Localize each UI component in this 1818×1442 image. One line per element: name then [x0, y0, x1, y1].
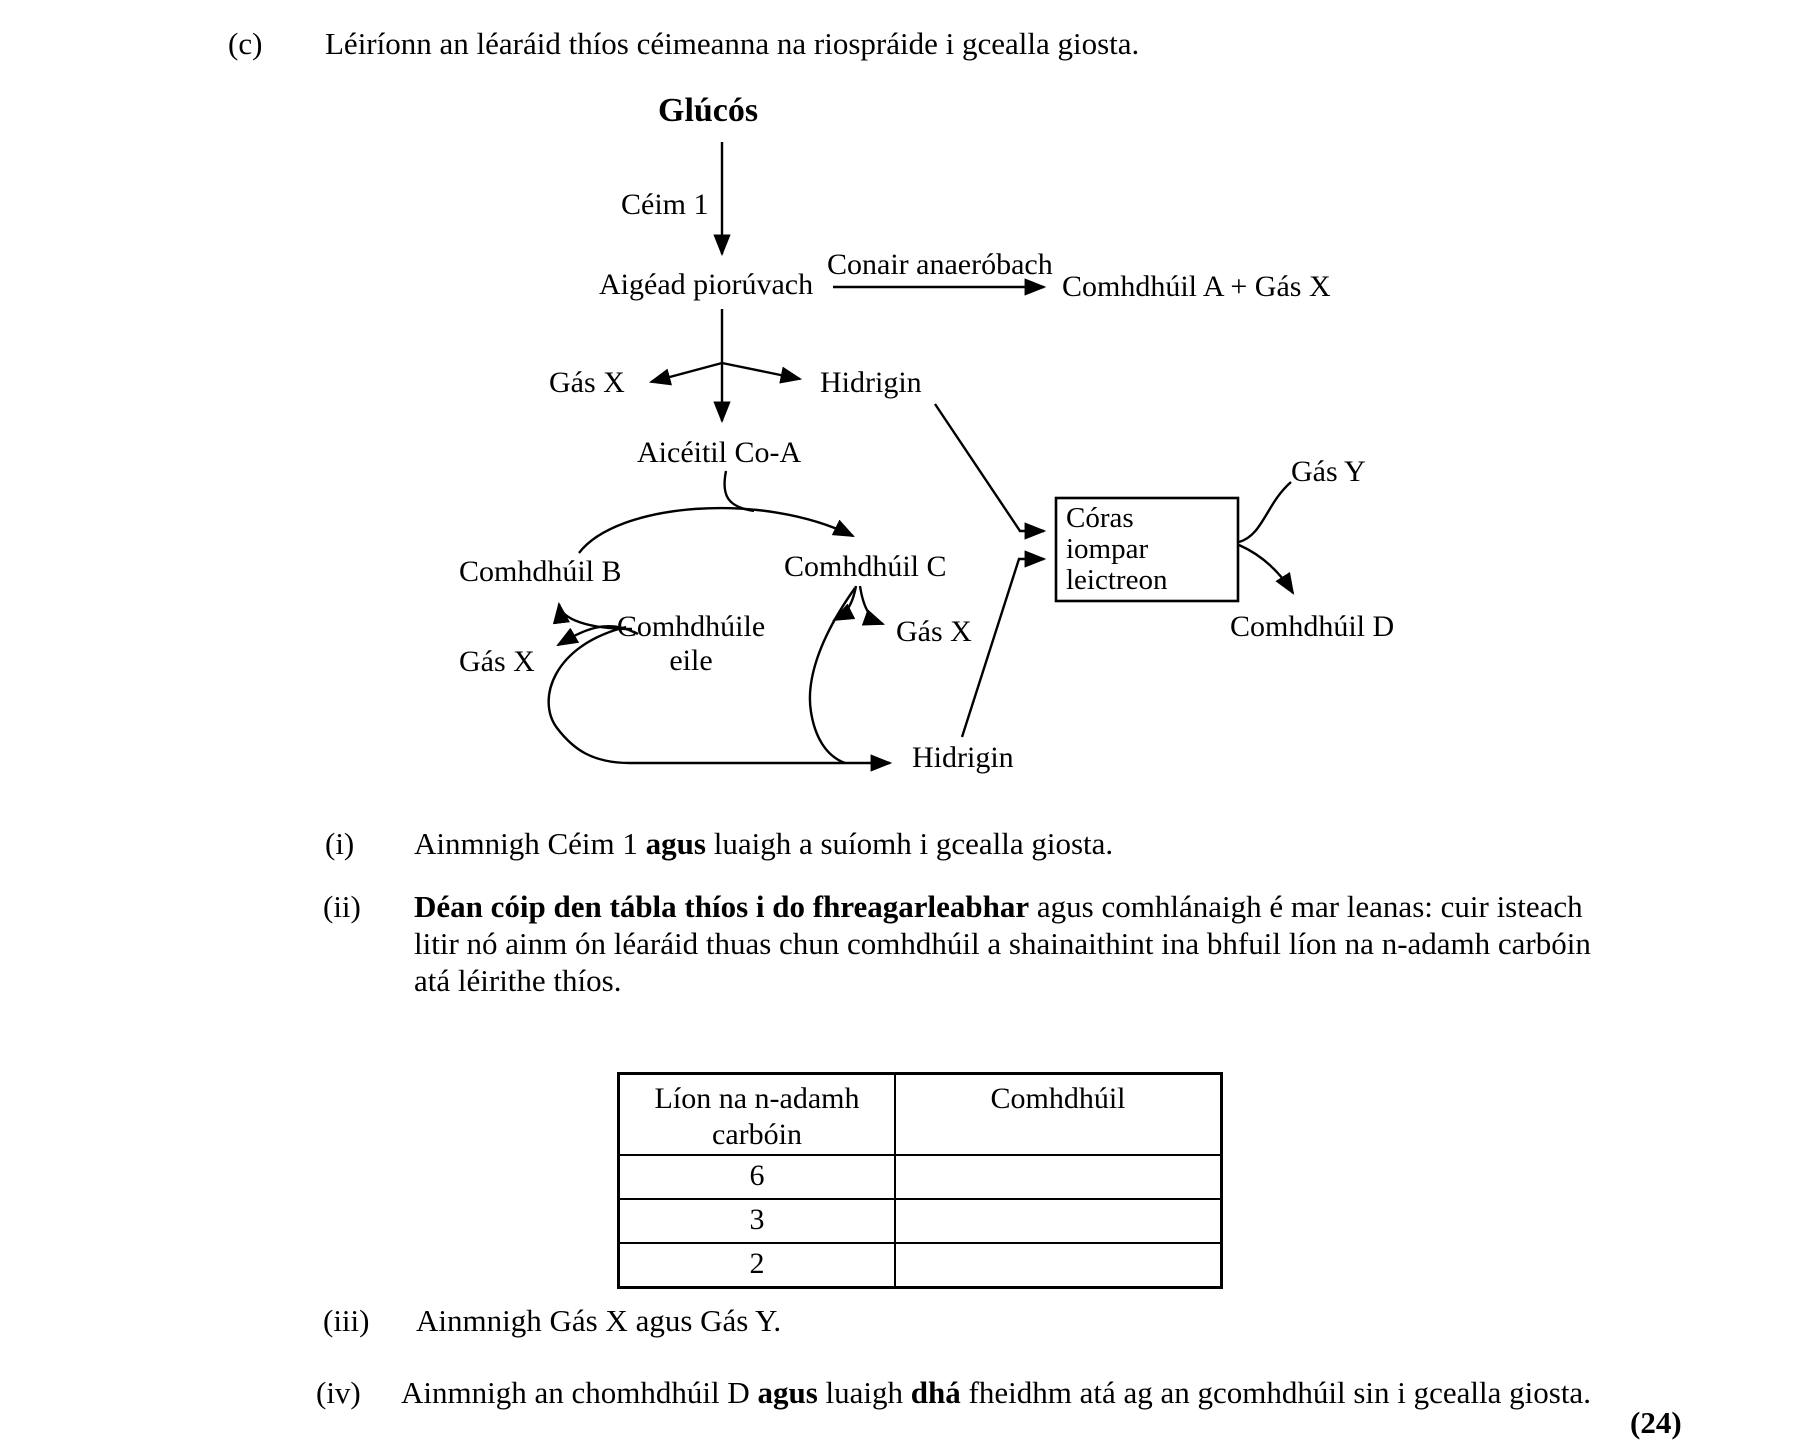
- label-compound-a: Comhdhúil A + Gás X: [1062, 270, 1331, 303]
- table-cell-count: 6: [620, 1156, 896, 1198]
- etc-to-gas-y-curve: [1238, 481, 1292, 544]
- label-gas-x-left: Gás X: [459, 645, 535, 678]
- table-cell-count: 3: [620, 1200, 896, 1242]
- q2-line1: Déan cóip den tábla thíos i do fhreagarl…: [414, 889, 1583, 924]
- carbon-atoms-table: Líon na n-adamh carbóin Comhdhúil 6 3 2: [617, 1072, 1223, 1289]
- q1-marker: (i): [325, 826, 355, 861]
- c-fork-left-arrow: [832, 585, 858, 622]
- q3-marker: (iii): [323, 1303, 370, 1338]
- q2-line3: atá léirithe thíos.: [414, 963, 622, 998]
- table-header-count: Líon na n-adamh carbóin: [620, 1075, 896, 1154]
- part-label: (c): [228, 26, 263, 61]
- q4-marker: (iv): [316, 1375, 361, 1410]
- etc-line3: leictreon: [1066, 564, 1168, 596]
- acetyl-connector-curve: [723, 470, 755, 513]
- c-down-cycle-curve: [808, 587, 856, 765]
- label-electron-transport: Córas iompar leictreon: [1066, 503, 1167, 596]
- label-acetyl-coa: Aicéitil Co-A: [637, 436, 802, 469]
- table-header-compound: Comhdhúil: [990, 1082, 1126, 1115]
- hydrogen2-to-etc-line: [960, 550, 1047, 738]
- label-gas-x-branch: Gás X: [549, 366, 625, 399]
- branch-hydrogen-arrow: [721, 361, 803, 384]
- b-to-c-arc: [578, 506, 855, 554]
- branch-gas-x-arrow: [648, 361, 723, 386]
- label-compound-d: Comhdhúil D: [1230, 610, 1395, 643]
- etc-line1: Córas: [1066, 502, 1134, 534]
- label-other-compounds: Comhdhúile eile: [603, 610, 779, 678]
- table-cell-compound: [896, 1244, 1220, 1286]
- label-anaerobic-pathway: Conair anaeróbach: [827, 248, 1053, 281]
- label-step1: Céim 1: [621, 188, 709, 221]
- c-fork-gas-x-arrow: [858, 585, 886, 626]
- label-glucose: Glúcós: [658, 92, 759, 129]
- table-cell-compound: [896, 1200, 1220, 1242]
- table-cell-count: 2: [620, 1244, 896, 1286]
- label-gas-y: Gás Y: [1291, 455, 1366, 488]
- marks-label: (24): [1630, 1405, 1682, 1440]
- table-row: 6: [620, 1156, 1220, 1200]
- table-cell-compound: [896, 1156, 1220, 1198]
- table-header-row: Líon na n-adamh carbóin Comhdhúil: [620, 1075, 1220, 1156]
- table-row: 2: [620, 1244, 1220, 1286]
- q4-text: Ainmnigh an chomhdhúil D agus luaigh dhá…: [401, 1375, 1591, 1410]
- q3-text: Ainmnigh Gás X agus Gás Y.: [416, 1303, 782, 1338]
- etc-to-compound-d-arrow: [1238, 543, 1295, 595]
- label-hydrogen-branch: Hidrigin: [820, 366, 922, 399]
- label-pyruvate: Aigéad piorúvach: [599, 268, 814, 301]
- q2-marker: (ii): [323, 889, 361, 924]
- label-compound-c: Comhdhúil C: [784, 550, 947, 583]
- hydrogen-to-etc-line: [934, 403, 1047, 540]
- label-compound-b: Comhdhúil B: [459, 555, 622, 588]
- label-other-compounds-line2: eile: [669, 644, 713, 677]
- label-gas-x-right: Gás X: [896, 615, 972, 648]
- etc-line2: iompar: [1066, 533, 1149, 565]
- label-hydrogen-bottom: Hidrigin: [912, 741, 1014, 774]
- table-row: 3: [620, 1200, 1220, 1244]
- label-other-compounds-line1: Comhdhúile: [616, 610, 766, 643]
- intro-text: Léiríonn an léaráid thíos céimeanna na r…: [325, 26, 1140, 61]
- q1-text: Ainmnigh Céim 1 agus luaigh a suíomh i g…: [414, 826, 1114, 861]
- q2-line2: litir nó ainm ón léaráid thuas chun comh…: [414, 926, 1591, 961]
